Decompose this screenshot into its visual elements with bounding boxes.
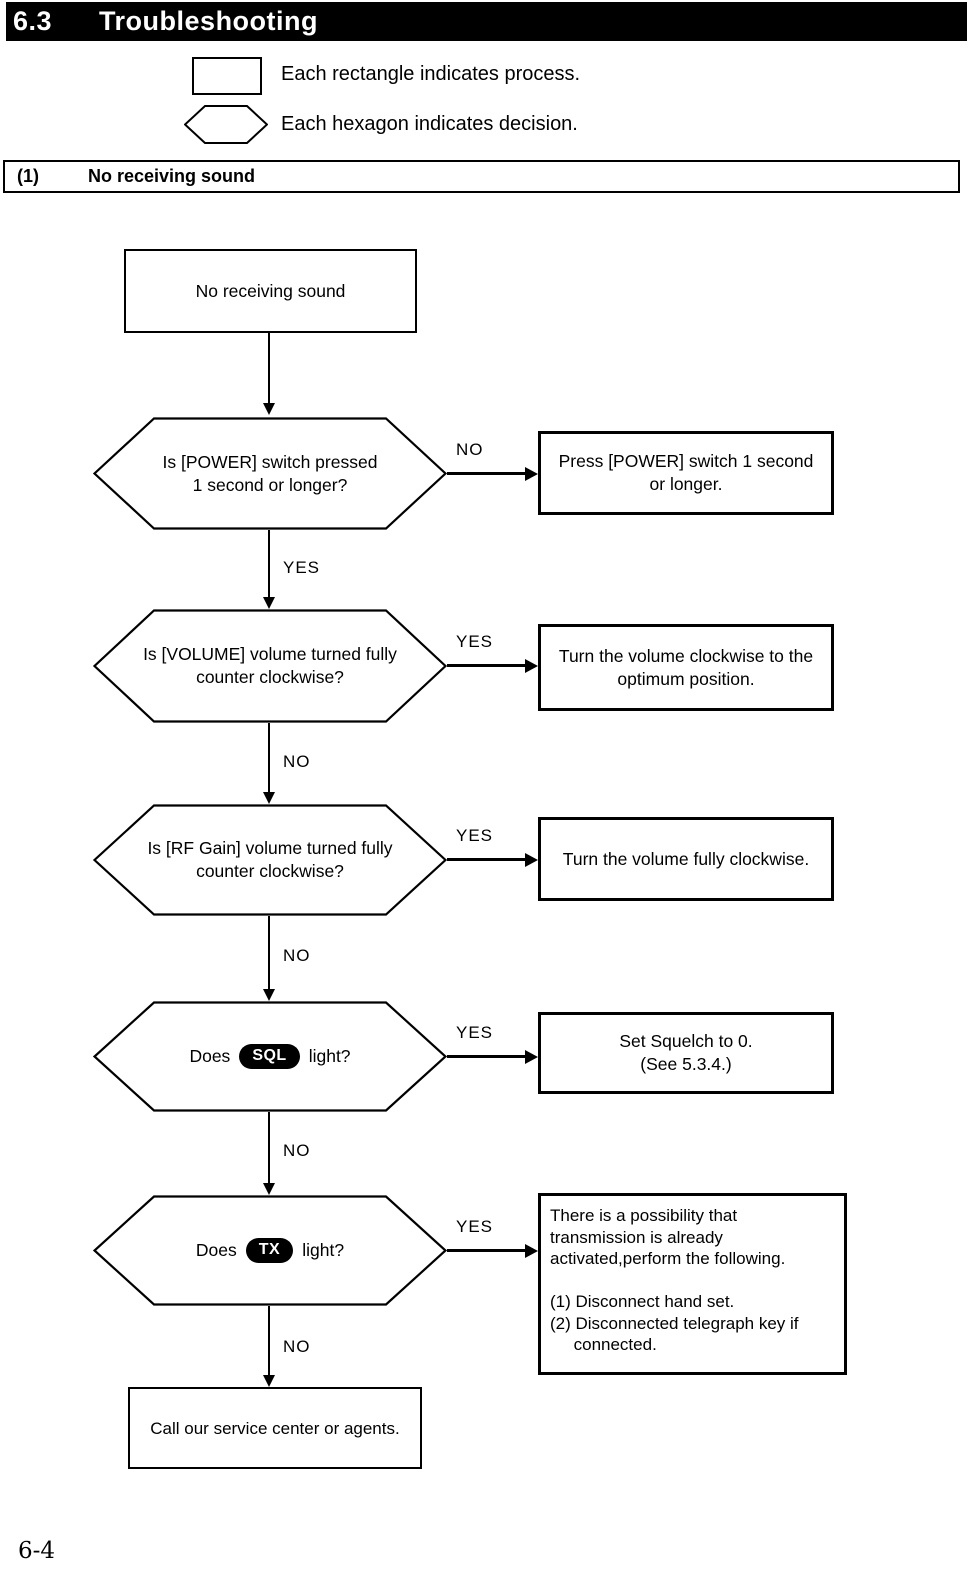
sql-indicator-badge: SQL	[239, 1044, 300, 1069]
decision-tx-suffix: light?	[302, 1240, 345, 1260]
branch-label-yes-3: YES	[456, 826, 494, 845]
end-node-call-service: Call our service center or agents.	[128, 1387, 422, 1469]
action-turn-volume-optimum: Turn the volume clockwise to the optimum…	[538, 624, 834, 711]
branch-label-yes-1: YES	[283, 558, 321, 577]
action-press-power: Press [POWER] switch 1 second or longer.	[538, 431, 834, 515]
legend-hexagon-shape	[184, 105, 268, 144]
branch-label-yes-4: YES	[456, 1023, 494, 1042]
branch-label-yes-2: YES	[456, 632, 494, 651]
branch-label-no-1: NO	[456, 440, 484, 459]
arrow-down-5	[262, 1112, 276, 1195]
arrow-right-3	[447, 852, 538, 867]
decision-power-question: Is [POWER] switch pressed 1 second or lo…	[162, 451, 378, 495]
branch-label-no-5: NO	[283, 1337, 311, 1356]
subsection-number: (1)	[17, 166, 39, 186]
page-title: Troubleshooting	[99, 6, 319, 36]
section-header-bar: 6.3 Troubleshooting	[6, 2, 967, 41]
decision-volume-knob: Is [VOLUME] volume turned fully counter …	[93, 609, 447, 723]
arrow-right-5	[447, 1243, 538, 1258]
arrow-right-2	[447, 658, 538, 673]
tx-indicator-badge: TX	[245, 1238, 294, 1263]
decision-rf-gain-question: Is [RF Gain] volume turned fully counter…	[147, 838, 393, 881]
legend-rectangle-label: Each rectangle indicates process.	[281, 63, 581, 85]
action-set-squelch: Set Squelch to 0. (See 5.3.4.)	[538, 1012, 834, 1094]
branch-label-no-3: NO	[283, 946, 311, 965]
branch-label-yes-5: YES	[456, 1217, 494, 1236]
decision-tx-question: Does TX light?	[93, 1195, 447, 1306]
arrow-down-6	[262, 1306, 276, 1387]
decision-sql-question: Does SQL light?	[93, 1001, 447, 1112]
decision-volume-question: Is [VOLUME] volume turned fully counter …	[143, 644, 397, 687]
arrow-down-3	[262, 723, 276, 804]
branch-label-no-2: NO	[283, 752, 311, 771]
action-turn-volume-clockwise: Turn the volume fully clockwise.	[538, 817, 834, 901]
arrow-down-1	[262, 333, 276, 415]
decision-rf-gain: Is [RF Gain] volume turned fully counter…	[93, 804, 447, 916]
arrow-right-1	[447, 466, 538, 481]
subsection-title: No receiving sound	[88, 166, 256, 186]
arrow-down-2	[262, 530, 276, 609]
decision-sql-suffix: light?	[308, 1046, 351, 1066]
decision-sql-prefix: Does	[189, 1046, 231, 1066]
section-number: 6.3	[13, 6, 53, 36]
decision-power-switch: Is [POWER] switch pressed 1 second or lo…	[93, 417, 447, 530]
legend-rectangle-shape	[192, 57, 262, 95]
decision-tx-light: Does TX light?	[93, 1195, 447, 1306]
start-node: No receiving sound	[124, 249, 417, 333]
page-number: 6-4	[18, 1538, 56, 1564]
arrow-right-4	[447, 1049, 538, 1064]
subsection-header: (1) No receiving sound	[3, 160, 960, 193]
action-transmission-active: There is a possibility that transmission…	[538, 1193, 847, 1375]
legend-hexagon-label: Each hexagon indicates decision.	[281, 113, 578, 135]
arrow-down-4	[262, 916, 276, 1001]
branch-label-no-4: NO	[283, 1141, 311, 1160]
decision-tx-prefix: Does	[195, 1240, 237, 1260]
decision-sql-light: Does SQL light?	[93, 1001, 447, 1112]
